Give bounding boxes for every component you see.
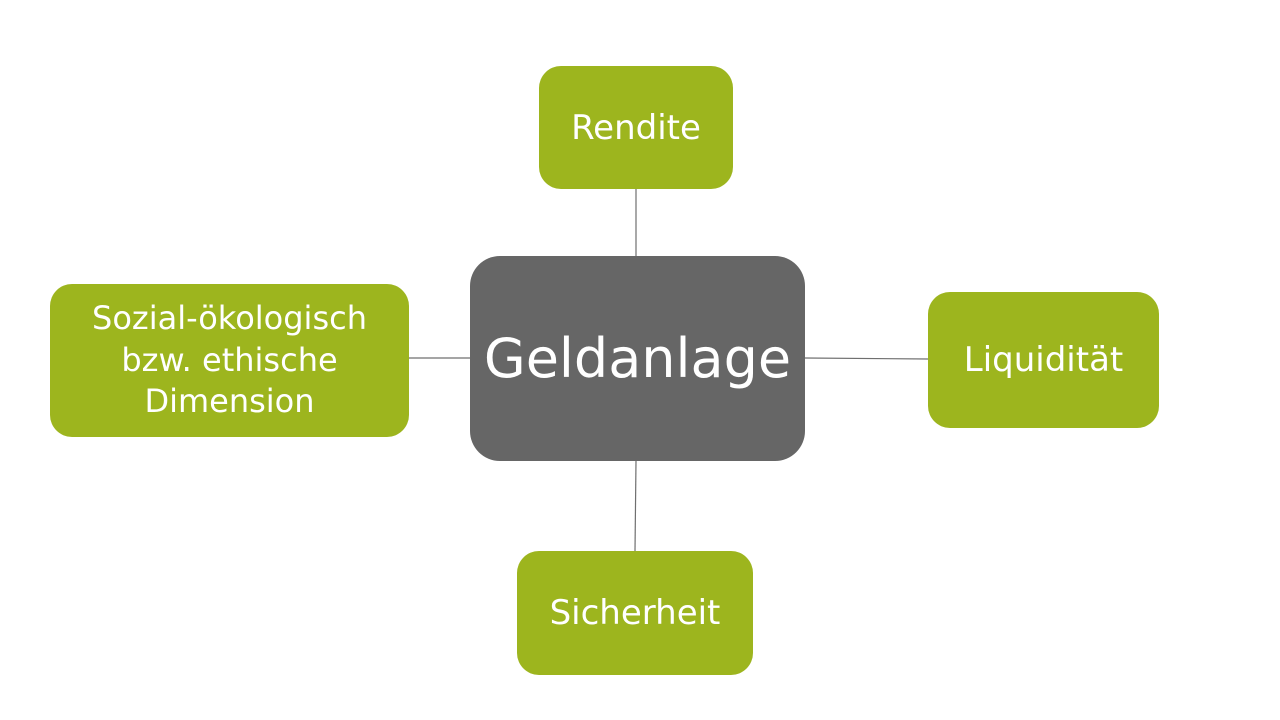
- top-node: Rendite: [539, 66, 733, 189]
- right-node: Liquidität: [928, 292, 1159, 428]
- bottom-node-label: Sicherheit: [549, 593, 721, 633]
- connector-bottom: [634, 460, 637, 552]
- left-node: Sozial-ökologisch bzw. ethische Dimensio…: [50, 284, 409, 437]
- bottom-node: Sicherheit: [517, 551, 753, 675]
- right-node-label: Liquidität: [963, 340, 1124, 380]
- center-node-label: Geldanlage: [483, 327, 792, 390]
- left-node-label: Sozial-ökologisch bzw. ethische Dimensio…: [92, 299, 367, 421]
- connector-right: [804, 357, 929, 360]
- center-node: Geldanlage: [470, 256, 805, 461]
- top-node-label: Rendite: [571, 107, 701, 148]
